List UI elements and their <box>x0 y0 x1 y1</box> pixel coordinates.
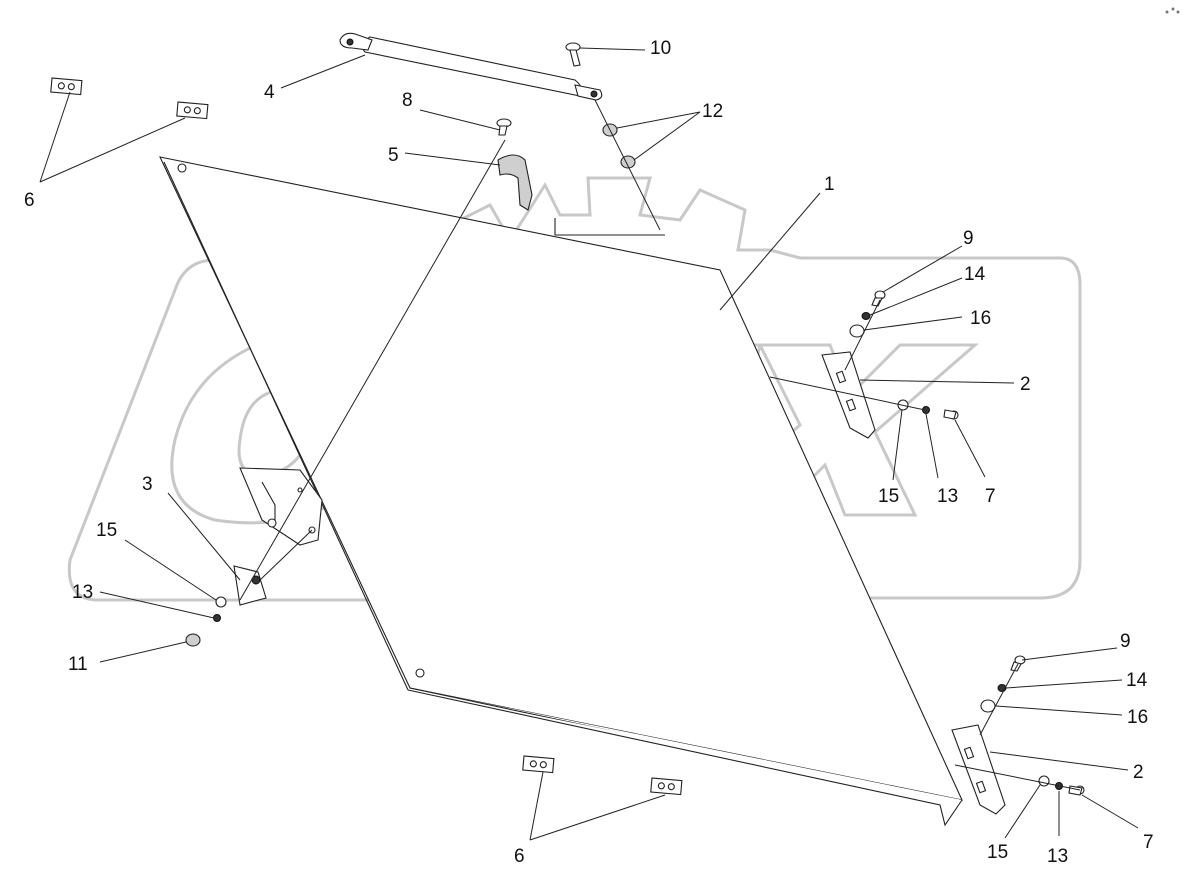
callout-16-upper: 16 <box>970 308 991 329</box>
callout-4: 4 <box>264 82 275 103</box>
watermark-gear-outline <box>67 176 1082 682</box>
hinge-bracket <box>497 154 533 211</box>
gas-strut <box>339 32 603 101</box>
callout-leaders <box>39 47 1139 841</box>
callout-9-lower: 9 <box>1120 631 1131 652</box>
callout-12: 12 <box>702 101 723 122</box>
bolt <box>496 118 512 136</box>
callout-5: 5 <box>388 145 399 166</box>
callout-6-lower: 6 <box>514 846 525 867</box>
callout-6-upper: 6 <box>24 190 35 211</box>
hinge-lower <box>951 655 1085 815</box>
corner-mark <box>1165 7 1180 14</box>
callout-13-left: 13 <box>72 582 93 603</box>
callout-16-lower: 16 <box>1127 707 1148 728</box>
callout-15-left: 15 <box>96 520 117 541</box>
callout-7-lower: 7 <box>1143 832 1154 853</box>
assembly-guide-lines <box>239 99 1081 791</box>
callout-13-lower: 13 <box>1047 846 1068 867</box>
panel-hole <box>415 668 425 678</box>
callout-3: 3 <box>142 474 153 495</box>
callout-9-upper: 9 <box>963 228 974 249</box>
panel-hole <box>177 163 187 173</box>
nuts <box>602 123 636 169</box>
callout-2-upper: 2 <box>1020 374 1031 395</box>
door-panel <box>159 156 963 827</box>
callout-14-lower: 14 <box>1126 670 1148 691</box>
callout-10: 10 <box>650 38 671 59</box>
callout-13-upper: 13 <box>937 486 958 507</box>
callout-labels: 1 2 2 3 4 5 6 6 7 7 8 9 9 10 11 12 13 13… <box>24 38 1154 867</box>
callout-11: 11 <box>68 654 88 675</box>
lock-assembly <box>185 467 323 647</box>
callout-15-lower: 15 <box>987 842 1008 863</box>
callout-8: 8 <box>402 90 413 111</box>
callout-1: 1 <box>824 174 835 195</box>
callout-7-upper: 7 <box>985 486 996 507</box>
callout-15-upper: 15 <box>878 486 899 507</box>
clips <box>50 77 683 796</box>
pin <box>565 42 581 67</box>
callout-2-lower: 2 <box>1133 762 1144 783</box>
callout-14-upper: 14 <box>964 264 986 285</box>
